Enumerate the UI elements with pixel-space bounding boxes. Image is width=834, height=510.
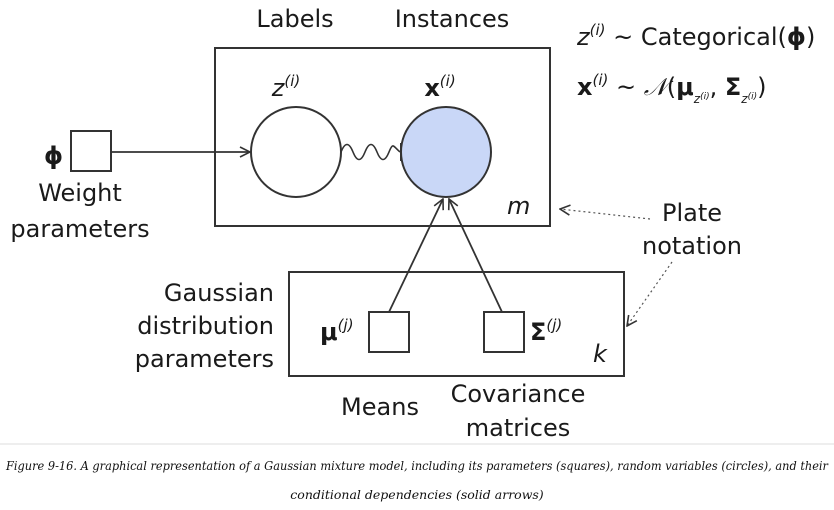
sigma-to-x-arrow (449, 199, 503, 313)
plate-m-label: m (507, 192, 530, 220)
plate-k-label: k (593, 340, 608, 368)
equation-z: z(i) ~ Categorical(ϕ) (576, 21, 815, 51)
plate-notation-pointer-k (627, 261, 673, 326)
plate-notation-pointer-m (560, 209, 651, 220)
sigma-label: Σ(j) (530, 316, 562, 346)
gaussian-label-1: Gaussian (164, 279, 274, 307)
phi-node (70, 130, 112, 172)
x-node-label: x(i) (424, 72, 455, 102)
plate-m (214, 47, 551, 227)
gaussian-label-3: parameters (135, 345, 274, 373)
x-node (400, 106, 492, 198)
weight-label-2: parameters (10, 215, 149, 243)
z-node-label: z(i) (271, 72, 300, 102)
mu-label: μ(j) (320, 316, 354, 346)
header-labels: Labels (256, 5, 333, 33)
weight-label-1: Weight (38, 179, 122, 207)
plate-notation-label-1: Plate (662, 199, 722, 227)
plate-k (288, 271, 625, 377)
sigma-node (483, 311, 525, 353)
header-instances: Instances (395, 5, 510, 33)
covariance-label-1: Covariance (451, 380, 586, 408)
mu-to-x-arrow (388, 199, 443, 313)
covariance-label-2: matrices (466, 414, 571, 442)
mu-node (368, 311, 410, 353)
means-label: Means (341, 393, 419, 421)
z-node (250, 106, 342, 198)
figure-caption-line-2: conditional dependencies (solid arrows) (290, 487, 544, 502)
figure-caption-line-1: Figure 9-16. A graphical representation … (5, 458, 829, 473)
plate-notation-label-2: notation (642, 232, 742, 260)
phi-symbol: ϕ (44, 142, 63, 170)
equation-x: x(i) ~ 𝒩(μz(i), Σz(i)) (577, 71, 767, 106)
gaussian-label-2: distribution (137, 312, 274, 340)
z-x-dependency (340, 143, 401, 161)
